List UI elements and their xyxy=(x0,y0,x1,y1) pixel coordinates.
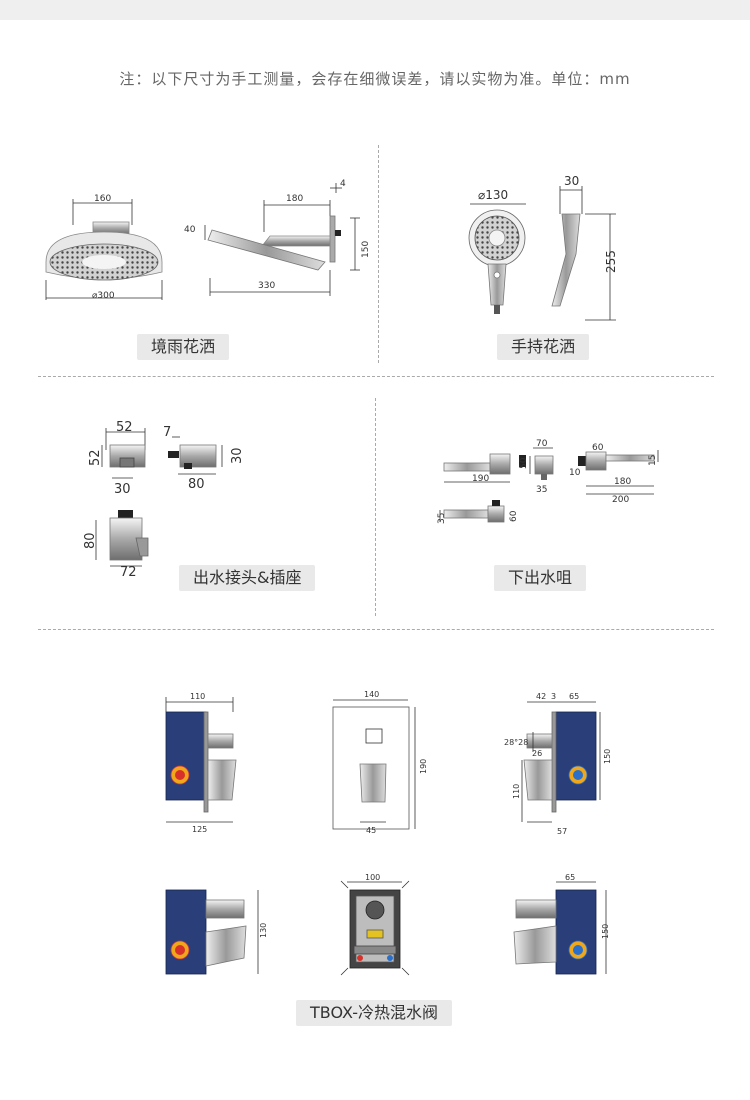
dim-rain-160: 160 xyxy=(94,194,111,204)
dim-rain-4: 4 xyxy=(340,179,346,189)
spout-side-view xyxy=(578,450,659,495)
dim-outlet-52w: 52 xyxy=(116,420,133,435)
divider-vertical-top xyxy=(378,145,379,363)
label-spout: 下出水咀 xyxy=(494,565,587,591)
dim-tbox-26: 26 xyxy=(532,749,542,758)
dim-spout-180: 180 xyxy=(614,477,631,487)
spout-bottom-view xyxy=(439,500,505,523)
dim-holder-80: 80 xyxy=(83,532,98,549)
dim-tbox-110r: 110 xyxy=(512,784,521,799)
dim-tbox-65b: 65 xyxy=(565,873,575,882)
dim-tbox-125: 125 xyxy=(192,825,207,834)
dim-rain-150: 150 xyxy=(361,241,371,258)
rain-shower-front-view xyxy=(45,199,163,300)
dim-tbox-190: 190 xyxy=(419,759,428,774)
dim-tbox-130: 130 xyxy=(259,923,268,938)
dim-tbox-45: 45 xyxy=(366,826,376,835)
dim-hand-30: 30 xyxy=(564,174,579,188)
dim-rain-40: 40 xyxy=(184,225,196,235)
tbox-side-view-right xyxy=(521,701,601,823)
dim-tbox-42: 42 xyxy=(536,692,546,701)
dim-spout-190: 190 xyxy=(472,474,489,484)
dim-tbox-3: 3 xyxy=(551,692,556,701)
label-rain-shower: 境雨花洒 xyxy=(137,334,230,360)
dim-outlet-80b: 80 xyxy=(188,477,205,492)
dim-tbox-140: 140 xyxy=(364,690,379,699)
dim-spout-70: 70 xyxy=(536,439,548,449)
dim-tbox-65: 65 xyxy=(569,692,579,701)
dim-hand-130: ⌀130 xyxy=(478,188,508,202)
hand-shower-side-view xyxy=(551,186,616,321)
dim-tbox-150b: 150 xyxy=(601,924,610,939)
dim-spout-35b: 35 xyxy=(536,485,547,495)
tbox-front-view xyxy=(332,699,416,830)
label-outlet-holder: 出水接头&插座 xyxy=(179,565,316,591)
hand-shower-front-view xyxy=(468,203,526,314)
spout-top-view xyxy=(443,453,526,483)
dim-spout-50: 50 xyxy=(519,457,529,469)
dim-spout-35l: 35 xyxy=(437,513,447,524)
dim-rain-330: 330 xyxy=(258,281,275,291)
rain-shower-side-view xyxy=(204,183,360,296)
divider-horizontal-1 xyxy=(38,376,714,377)
tbox-box-front xyxy=(340,880,410,976)
dim-spout-200: 200 xyxy=(612,495,629,505)
wall-outlet-front xyxy=(101,428,146,479)
dim-tbox-110: 110 xyxy=(190,692,205,701)
spout-end-view xyxy=(529,447,554,480)
divider-vertical-mid xyxy=(375,398,376,616)
dim-outlet-30b: 30 xyxy=(114,482,131,497)
dim-tbox-2828: 28°28 xyxy=(504,738,528,747)
tbox-box-right xyxy=(513,881,607,975)
dim-tbox-150: 150 xyxy=(603,749,612,764)
dim-tbox-57: 57 xyxy=(557,827,567,836)
dim-hand-255: 255 xyxy=(604,250,618,273)
dim-rain-180: 180 xyxy=(286,194,303,204)
dim-outlet-30r: 30 xyxy=(230,447,245,464)
label-hand-shower: 手持花洒 xyxy=(497,334,590,360)
dim-outlet-7: 7 xyxy=(163,425,171,440)
tbox-side-view-left xyxy=(165,697,237,823)
tbox-box-left xyxy=(165,889,259,975)
dim-outlet-52h: 52 xyxy=(88,449,103,466)
label-tbox: TBOX-冷热混水阀 xyxy=(296,1000,452,1026)
dim-spout-60: 60 xyxy=(592,443,604,453)
measurement-note: 注：以下尺寸为手工测量，会存在细微误差，请以实物为准。单位：mm xyxy=(119,70,631,88)
dim-spout-10: 10 xyxy=(569,468,581,478)
dim-holder-72: 72 xyxy=(120,565,137,580)
dim-spout-15: 15 xyxy=(648,455,658,466)
dim-tbox-100: 100 xyxy=(365,873,380,882)
top-band xyxy=(0,0,750,20)
dim-spout-60r: 60 xyxy=(509,510,519,522)
shower-holder xyxy=(95,510,149,567)
wall-outlet-side xyxy=(168,436,223,475)
divider-horizontal-2 xyxy=(38,629,714,630)
dim-rain-300: ⌀300 xyxy=(92,291,115,301)
